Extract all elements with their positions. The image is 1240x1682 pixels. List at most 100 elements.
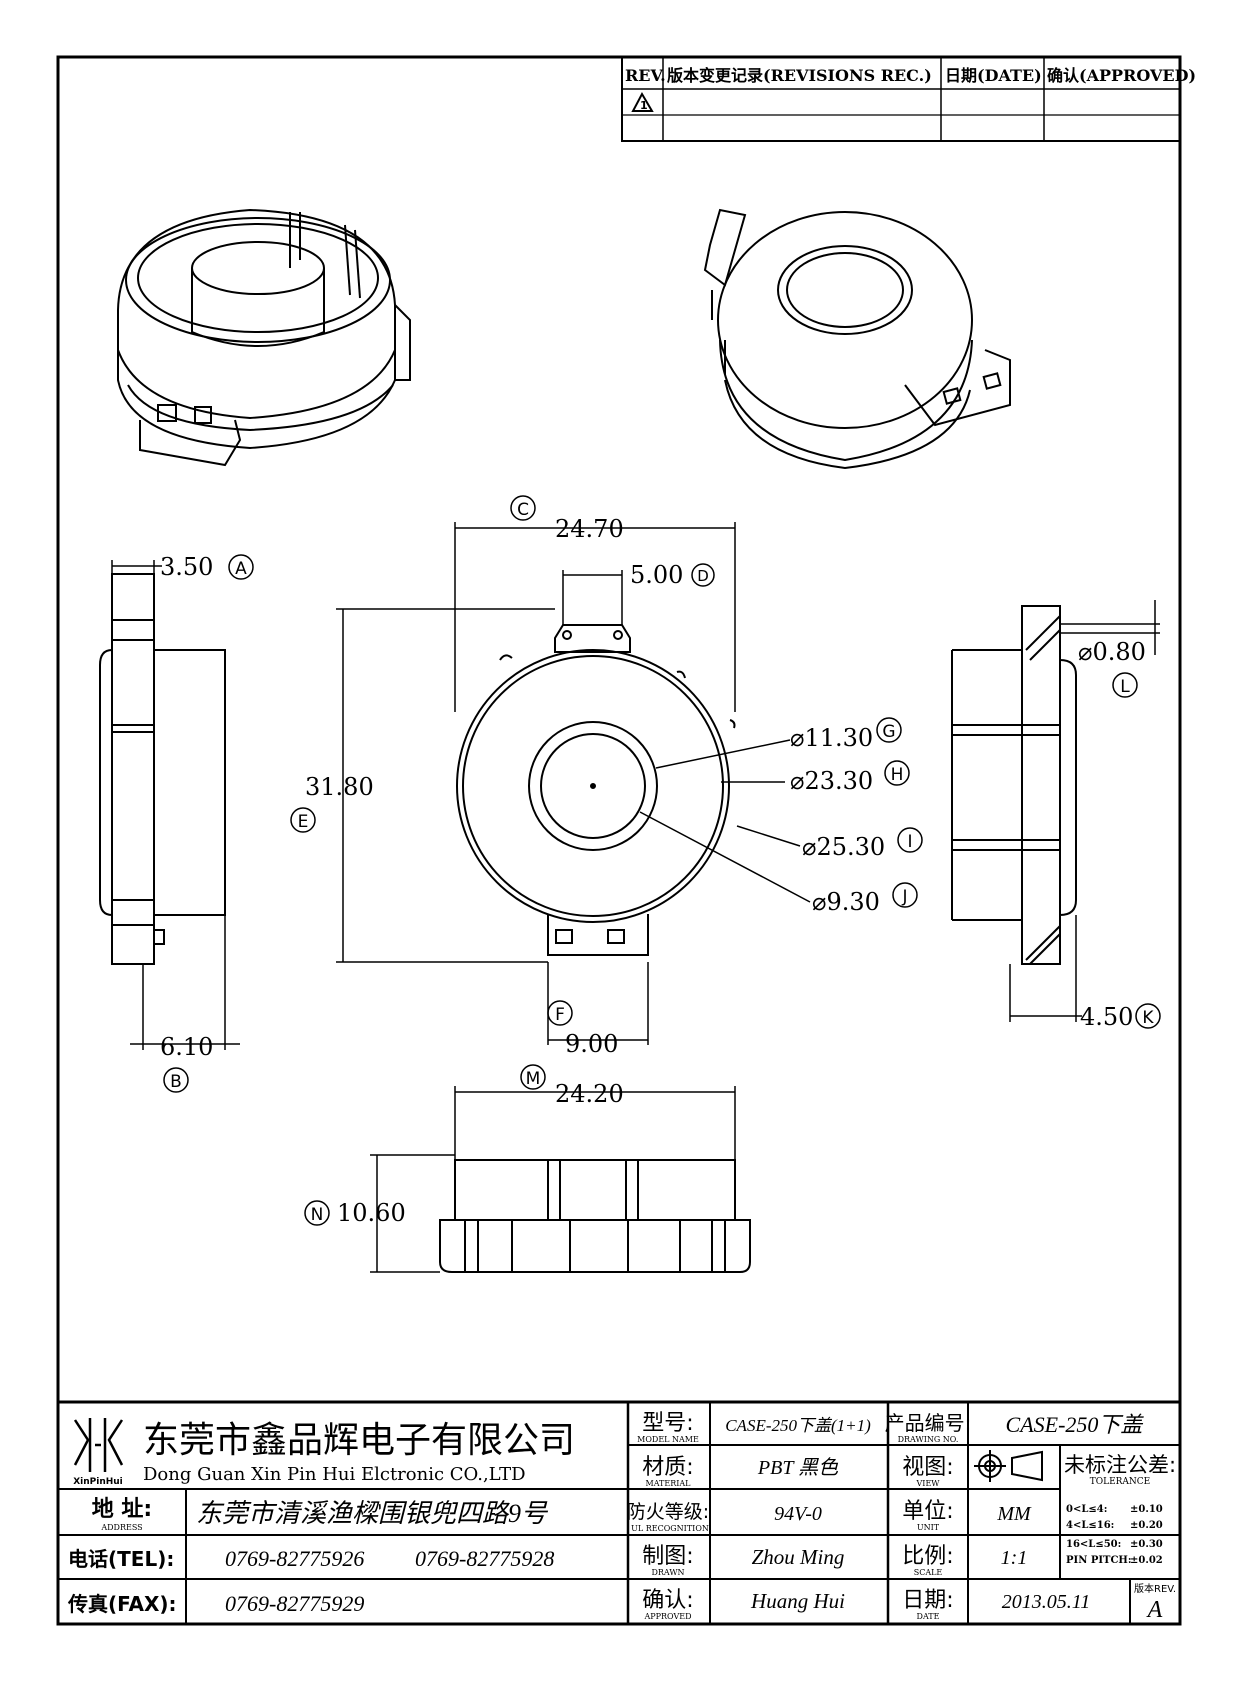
tolerance-list: 0<L≤4: ±0.10 4<L≤16: ±0.20 16<L≤50: ±0.3… (1066, 1504, 1163, 1566)
material-label-en: MATERIAL (646, 1479, 692, 1488)
svg-text:6.10: 6.10 (160, 1033, 213, 1061)
tolerance-value: ±0.30 (1130, 1539, 1163, 1550)
tolerance-label-en: TOLERANCE (1090, 1477, 1151, 1487)
tolerance-range: 16<L≤50: (1066, 1539, 1121, 1550)
bottom-side-view (439, 1159, 751, 1273)
isometric-view-closed (703, 208, 1011, 470)
dim-H: ⌀23.30 H (790, 760, 910, 795)
drawn-label-en: DRAWN (651, 1568, 684, 1577)
front-view (456, 624, 736, 956)
dim-J: ⌀9.30 J (812, 882, 918, 916)
dim-C: C 24.70 (510, 495, 624, 543)
svg-text:⌀23.30: ⌀23.30 (790, 767, 873, 795)
dim-G: ⌀11.30 G (790, 717, 902, 752)
material-label: 材质: (642, 1455, 693, 1480)
svg-text:A: A (235, 559, 247, 579)
svg-text:4.50: 4.50 (1080, 1003, 1133, 1031)
ul-label: 防火等级: (627, 1501, 709, 1523)
approved-label-en: APPROVED (643, 1612, 691, 1621)
drawing-no-label-en: DRAWING NO. (898, 1435, 959, 1444)
svg-text:J: J (901, 887, 907, 907)
tolerance-label: 未标注公差: (1064, 1453, 1176, 1477)
bottom-side-dimensions (370, 1086, 736, 1273)
svg-text:⌀0.80: ⌀0.80 (1078, 638, 1146, 666)
drawing-no-label: 产品编号: (885, 1411, 972, 1435)
svg-text:1: 1 (640, 99, 648, 112)
svg-text:31.80: 31.80 (305, 773, 374, 801)
fax-value: 0769-82775929 (225, 1591, 364, 1616)
scale-label-en: SCALE (914, 1568, 943, 1577)
date-label: 日期: (902, 1588, 953, 1613)
svg-text:5.00: 5.00 (630, 561, 683, 589)
tolerance-value: ±0.10 (1130, 1504, 1163, 1515)
approved-header: 确认(APPROVED) (1047, 66, 1196, 85)
svg-text:H: H (891, 765, 904, 785)
right-side-dimensions (1009, 600, 1160, 1022)
left-side-view (99, 573, 226, 965)
unit-label: 单位: (902, 1499, 953, 1524)
approved-label: 确认: (642, 1588, 693, 1613)
dim-L: ⌀0.80 L (1078, 638, 1146, 698)
svg-text:⌀11.30: ⌀11.30 (790, 724, 873, 752)
tolerance-range: 0<L≤4: (1066, 1504, 1107, 1515)
tolerance-range: PIN PITCH: (1066, 1555, 1132, 1566)
isometric-view-open (117, 208, 411, 467)
dim-M: M 24.20 (520, 1064, 624, 1108)
tolerance-value: ±0.20 (1130, 1520, 1163, 1531)
dim-I: ⌀25.30 I (802, 827, 923, 861)
revision-triangle-icon: 1 (631, 91, 654, 112)
address-value: 东莞市清溪渔樑围银兜四路9号 (196, 1499, 549, 1528)
revision-table: REV. 版本变更记录(REVISIONS REC.) 日期(DATE) 确认(… (621, 56, 1196, 142)
svg-text:24.20: 24.20 (555, 1080, 624, 1108)
view-label: 视图: (902, 1455, 953, 1480)
dim-A: 3.50 A (160, 553, 254, 581)
svg-text:G: G (882, 722, 895, 742)
front-view-dimensions (336, 522, 811, 1045)
svg-text:C: C (517, 500, 529, 520)
approved-value: Huang Hui (750, 1589, 845, 1613)
tel-2: 0769-82775928 (415, 1546, 554, 1571)
date-value: 2013.05.11 (1002, 1591, 1091, 1613)
svg-text:M: M (526, 1069, 541, 1089)
right-side-section-view (951, 605, 1077, 965)
model-label: 型号: (642, 1411, 693, 1436)
unit-label-en: UNIT (917, 1523, 940, 1532)
fax-label: 传真(FAX): (67, 1592, 177, 1616)
svg-text:K: K (1142, 1008, 1154, 1028)
title-block: XinPinHui 东莞市鑫品辉电子有限公司 Dong Guan Xin Pin… (56, 1400, 1182, 1626)
svg-text:B: B (170, 1072, 182, 1092)
material-value: PBT 黑色 (757, 1457, 839, 1479)
left-side-dimensions (111, 560, 240, 1050)
dim-D: 5.00 D (630, 561, 715, 589)
company-logo (73, 1418, 124, 1472)
model-value: CASE-250下盖(1+1) (725, 1416, 871, 1435)
company-name-en: Dong Guan Xin Pin Hui Elctronic CO.,LTD (143, 1464, 526, 1485)
svg-text:⌀9.30: ⌀9.30 (812, 888, 880, 916)
dim-E: 31.80 E (290, 773, 374, 833)
rev-label: 版本REV. (1134, 1582, 1176, 1595)
first-angle-projection-icon (974, 1450, 1043, 1482)
drawn-value: Zhou Ming (752, 1545, 845, 1569)
model-label-en: MODEL NAME (637, 1435, 699, 1444)
dim-B: 6.10 B (160, 1033, 213, 1093)
scale-label: 比例: (902, 1544, 953, 1569)
svg-text:⌀25.30: ⌀25.30 (802, 833, 885, 861)
ul-value: 94V-0 (774, 1503, 822, 1525)
date-label-en: DATE (917, 1612, 940, 1621)
tel-label: 电话(TEL): (68, 1547, 174, 1571)
rev-value: A (1146, 1597, 1163, 1623)
date-header: 日期(DATE) (945, 66, 1042, 85)
svg-text:I: I (907, 832, 912, 852)
logo-text: XinPinHui (73, 1477, 123, 1487)
drawn-label: 制图: (642, 1544, 693, 1569)
svg-text:3.50: 3.50 (160, 553, 213, 581)
revisions-record-header: 版本变更记录(REVISIONS REC.) (666, 66, 932, 85)
svg-text:F: F (555, 1005, 565, 1025)
unit-value: MM (996, 1503, 1032, 1525)
ul-label-en: UL RECOGNITION (631, 1524, 709, 1533)
address-label-en: ADDRESS (100, 1523, 142, 1532)
svg-text:9.00: 9.00 (565, 1030, 618, 1058)
rev-header: REV. (625, 66, 666, 85)
view-label-en: VIEW (916, 1479, 941, 1488)
